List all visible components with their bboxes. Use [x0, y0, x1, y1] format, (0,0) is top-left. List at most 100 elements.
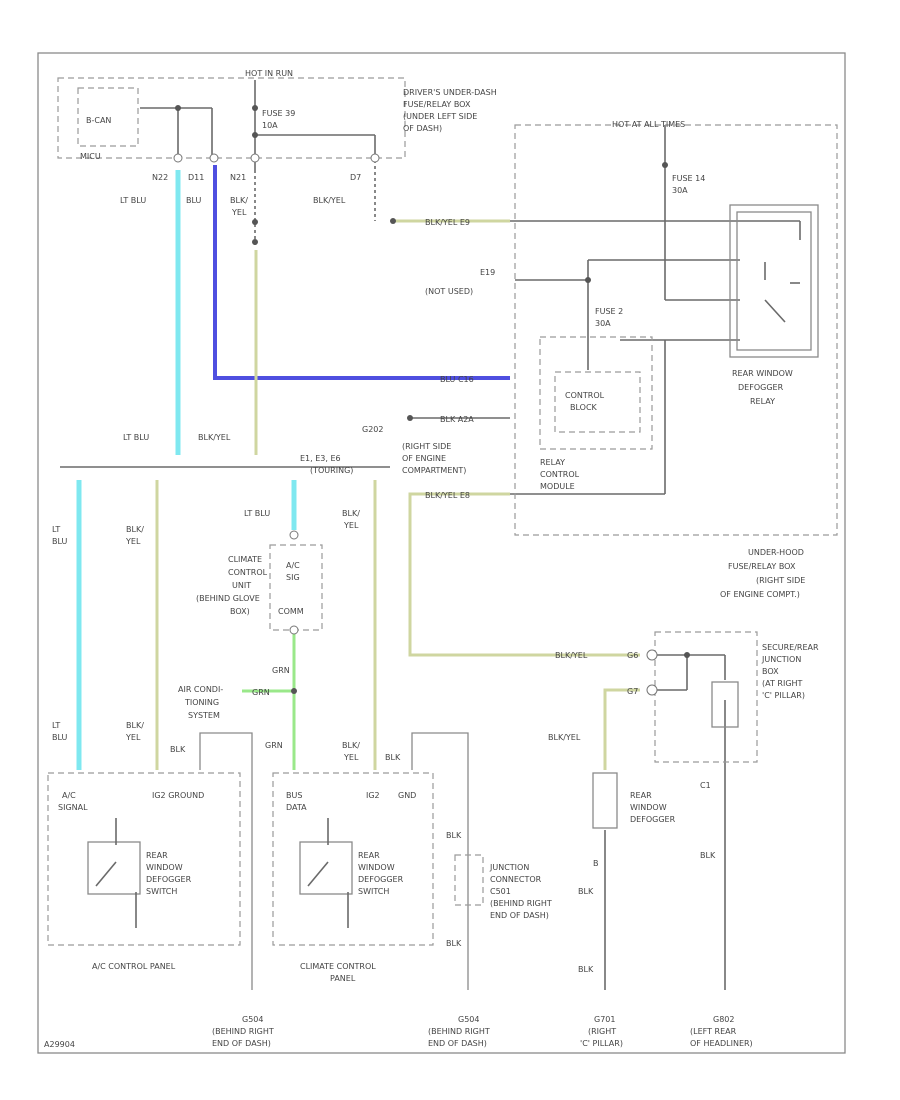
label-blk-3: BLK [446, 831, 462, 840]
label-grn-1: GRN [272, 666, 290, 675]
label-comm: COMM [278, 607, 304, 616]
label-blkyel-4b: YEL [343, 521, 359, 530]
control-block [554, 371, 641, 433]
label-rear-jbox-2: JUNCTION [761, 655, 801, 664]
label-under-hood-1: UNDER-HOOD [748, 548, 804, 557]
label-climate-unit-1: CLIMATE [228, 555, 262, 564]
label-right-side-3: COMPARTMENT) [402, 466, 466, 475]
label-switch-1a: REAR [146, 851, 168, 860]
label-switch-2d: SWITCH [358, 887, 389, 896]
junction-connector [454, 854, 484, 906]
defogger-switch-2-icon [299, 818, 353, 928]
label-climate-unit-2: CONTROL [228, 568, 268, 577]
label-relay-ctrl-2: CONTROL [540, 470, 580, 479]
wire-blkyel-e [408, 492, 640, 657]
label-control-block-1: CONTROL [565, 391, 605, 400]
label-pin-d7: D7 [350, 173, 361, 182]
label-blkyel-5a: BLK/ [126, 721, 144, 730]
label-climate-panel-2: PANEL [330, 974, 356, 983]
label-junction-4: (BEHIND RIGHT [490, 899, 552, 908]
label-switch-1b: WINDOW [146, 863, 183, 872]
label-fuse-14: FUSE 14 [672, 174, 705, 183]
label-climate-unit-5: BOX) [230, 607, 250, 616]
label-switch-2c: DEFOGGER [358, 875, 404, 884]
label-blkyel-5b: YEL [125, 733, 141, 742]
label-junction-3: C501 [490, 887, 511, 896]
label-defog-relay-1: REAR WINDOW [732, 369, 793, 378]
label-hot-in-run: HOT IN RUN [245, 69, 293, 78]
label-not-used: (NOT USED) [425, 287, 473, 296]
label-lt-blu-5b: BLU [52, 733, 68, 742]
label-rear-jbox-5: 'C' PILLAR) [762, 691, 805, 700]
label-blkyel-7: BLK/YEL [548, 733, 581, 742]
wire-blkyel-f [603, 688, 640, 770]
relay-contact-icon [764, 221, 801, 323]
drivers-fuse-box [57, 77, 406, 159]
label-switch-1c: DEFOGGER [146, 875, 192, 884]
label-blk-6: BLK [578, 965, 594, 974]
label-g802-desc-1: (LEFT REAR [690, 1027, 737, 1036]
footer-code: A29904 [44, 1040, 75, 1049]
label-blk-4: BLK [446, 939, 462, 948]
label-blk-1: BLK [170, 745, 186, 754]
label-g504-desc-2: END OF DASH) [212, 1039, 271, 1048]
wire-blu [213, 165, 510, 380]
label-gnd: GND [398, 791, 416, 800]
label-defog-relay-3: RELAY [750, 397, 775, 406]
label-e19: E19 [480, 268, 495, 277]
label-b-can: B-CAN [86, 116, 111, 125]
label-lt-blu-3a: LT [52, 525, 60, 534]
label-blu-c16: BLU C16 [440, 375, 474, 384]
label-fuse-39-amp: 10A [262, 121, 278, 130]
label-relay-ctrl-1: RELAY [540, 458, 565, 467]
label-junction-5: END OF DASH) [490, 911, 549, 920]
connector-pins [173, 153, 658, 696]
label-lt-blu-1: LT BLU [120, 196, 146, 205]
label-lt-blu-2: LT BLU [123, 433, 149, 442]
label-pin-d11: D11 [188, 173, 204, 182]
label-g802-desc-2: OF HEADLINER) [690, 1039, 753, 1048]
label-switch-2b: WINDOW [358, 863, 395, 872]
label-blkyel-4a: BLK/ [342, 509, 360, 518]
label-blkyel-1b: YEL [231, 208, 247, 217]
b-can-box [77, 87, 139, 147]
label-switch-1d: SWITCH [146, 887, 177, 896]
label-ac-panel: A/C CONTROL PANEL [92, 962, 176, 971]
label-blkyel-e9: BLK/YEL E9 [425, 218, 470, 227]
label-drivers-box-1: DRIVER'S UNDER-DASH [403, 88, 497, 97]
label-ac-signal-2: SIGNAL [58, 803, 88, 812]
label-blkyel-3a: BLK/ [126, 525, 144, 534]
label-g504: G504 [242, 1015, 263, 1024]
label-grn-2: GRN [252, 688, 270, 697]
label-g701: G701 [594, 1015, 615, 1024]
label-g504b-desc-1: (BEHIND RIGHT [428, 1027, 490, 1036]
label-control-block-2: BLOCK [570, 403, 598, 412]
label-blkyel-e8: BLK/YEL E8 [425, 491, 470, 500]
label-micu: MICU [80, 152, 101, 161]
label-drivers-box-4: OF DASH) [403, 124, 442, 133]
label-fuse-39: FUSE 39 [262, 109, 295, 118]
label-pin-n22: N22 [152, 173, 168, 182]
label-blkyel-d7: BLK/YEL [313, 196, 346, 205]
label-blkyel-g6: BLK/YEL [555, 651, 588, 660]
label-rear-jbox-3: BOX [762, 667, 779, 676]
label-blkyel-6b: YEL [343, 753, 359, 762]
label-c1: C1 [700, 781, 711, 790]
label-drivers-box-2: FUSE/RELAY BOX [403, 100, 471, 109]
label-fuse-2: FUSE 2 [595, 307, 623, 316]
label-under-hood-4: OF ENGINE COMPT.) [720, 590, 800, 599]
climate-control-unit [269, 544, 323, 631]
rear-junction-box [654, 631, 758, 763]
defogger-switch-1-icon [87, 818, 141, 928]
label-ig2: IG2 [366, 791, 380, 800]
label-climate-unit-3: UNIT [232, 581, 251, 590]
junction-dots [175, 105, 690, 694]
label-right-side-1: (RIGHT SIDE [402, 442, 451, 451]
label-defog-relay-2: DEFOGGER [738, 383, 784, 392]
label-switch-2a: REAR [358, 851, 380, 860]
label-rear-defogger-3: DEFOGGER [630, 815, 676, 824]
label-rear-jbox-1: SECURE/REAR [762, 643, 819, 652]
label-g701-desc-1: (RIGHT [588, 1027, 616, 1036]
label-under-hood-2: FUSE/RELAY BOX [728, 562, 796, 571]
label-blk-2: BLK [385, 753, 401, 762]
